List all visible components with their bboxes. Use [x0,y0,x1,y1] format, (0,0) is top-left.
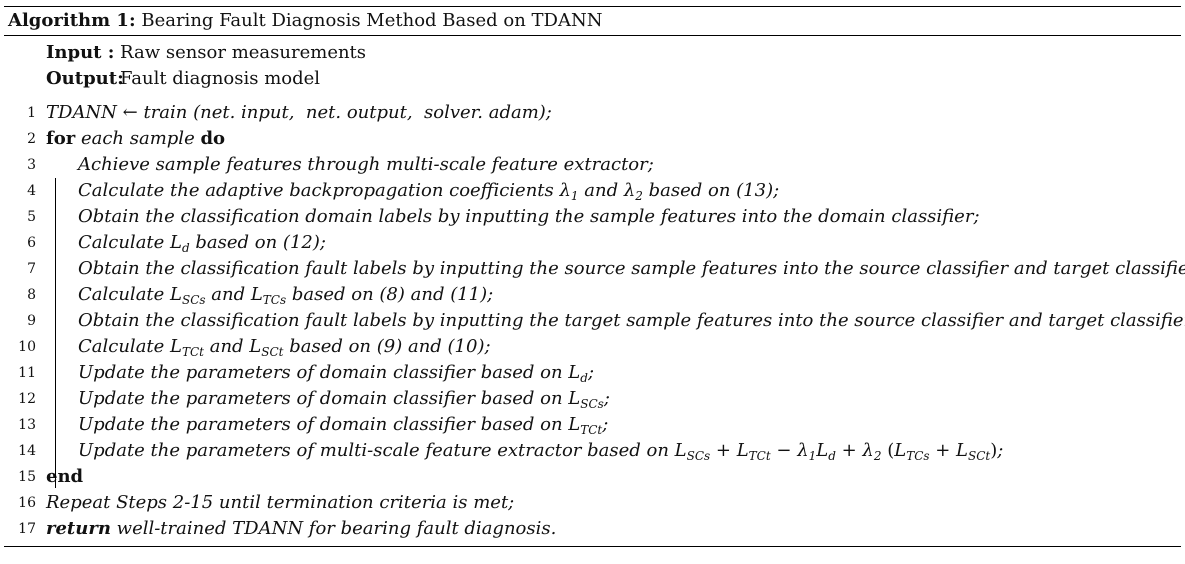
step-4: 4 Calculate the adaptive backpropagation… [4,178,1181,204]
step-text: Obtain the classification domain labels … [78,206,980,227]
step-7: 7 Obtain the classification fault labels… [4,256,1185,282]
step-11: 11 Update the parameters of domain class… [4,360,1181,386]
loop-body-bar [55,178,56,488]
algorithm-steps: 1 TDANN ← train (net. input, net. output… [4,100,1185,542]
step-13: 13 Update the parameters of domain class… [4,412,1181,438]
step-text: Calculate LTCt and LSCt based on (9) and… [78,336,491,359]
step-number: 14 [18,443,36,459]
input-line: Input : Raw sensor measurements [4,40,1181,66]
step-number: 17 [18,521,36,537]
step-number: 8 [27,287,36,303]
step-17: 17 return well-trained TDANN for bearing… [4,516,1181,542]
step-text: for each sample do [46,128,226,149]
step-16: 16 Repeat Steps 2-15 until termination c… [4,490,1181,516]
step-number: 2 [27,131,36,147]
step-number: 3 [27,157,36,173]
step-text: return well-trained TDANN for bearing fa… [46,518,557,539]
step-number: 6 [27,235,36,251]
step-14: 14 Update the parameters of multi-scale … [4,438,1181,464]
step-text: Obtain the classification fault labels b… [78,310,1185,331]
step-10: 10 Calculate LTCt and LSCt based on (9) … [4,334,1181,360]
step-number: 16 [18,495,36,511]
step-number: 11 [18,365,36,381]
step-number: 5 [27,209,36,225]
step-text: Calculate Ld based on (12); [78,232,326,255]
step-5: 5 Obtain the classification domain label… [4,204,1181,230]
step-text: Update the parameters of domain classifi… [78,414,609,437]
algorithm-header: Algorithm 1: Bearing Fault Diagnosis Met… [4,7,1181,36]
algorithm-title: Bearing Fault Diagnosis Method Based on … [141,10,603,31]
step-text: Update the parameters of domain classifi… [78,362,595,385]
step-number: 12 [18,391,36,407]
input-value: Raw sensor measurements [120,42,367,63]
algorithm-label: Algorithm 1: [8,10,136,31]
step-3: 3 Achieve sample features through multi-… [4,152,1181,178]
step-number: 13 [18,417,36,433]
step-number: 7 [27,261,36,277]
input-key: Input : [46,42,115,63]
output-key: Output: [46,68,124,89]
step-9: 9 Obtain the classification fault labels… [4,308,1185,334]
step-text: TDANN ← train (net. input, net. output, … [46,102,552,123]
step-number: 9 [27,313,36,329]
step-text: Calculate the adaptive backpropagation c… [78,180,780,203]
step-text: Achieve sample features through multi-sc… [78,154,654,175]
step-6: 6 Calculate Ld based on (12); [4,230,1181,256]
output-line: Output:Fault diagnosis model [4,66,1181,92]
step-number: 4 [27,183,36,199]
step-15: 15 end [4,464,1181,490]
output-value: Fault diagnosis model [120,68,321,89]
step-text: end [46,466,84,487]
step-12: 12 Update the parameters of domain class… [4,386,1181,412]
step-number: 10 [18,339,36,355]
step-number: 1 [27,105,36,121]
step-text: Update the parameters of multi-scale fea… [78,440,1004,463]
step-text: Repeat Steps 2-15 until termination crit… [46,492,515,513]
step-1: 1 TDANN ← train (net. input, net. output… [4,100,1181,126]
step-8: 8 Calculate LSCs and LTCs based on (8) a… [4,282,1181,308]
step-text: Obtain the classification fault labels b… [78,258,1185,279]
step-2: 2 for each sample do [4,126,1181,152]
step-text: Update the parameters of domain classifi… [78,388,610,411]
step-number: 15 [18,469,36,485]
algorithm-box: Algorithm 1: Bearing Fault Diagnosis Met… [4,6,1185,547]
step-text: Calculate LSCs and LTCs based on (8) and… [78,284,494,307]
